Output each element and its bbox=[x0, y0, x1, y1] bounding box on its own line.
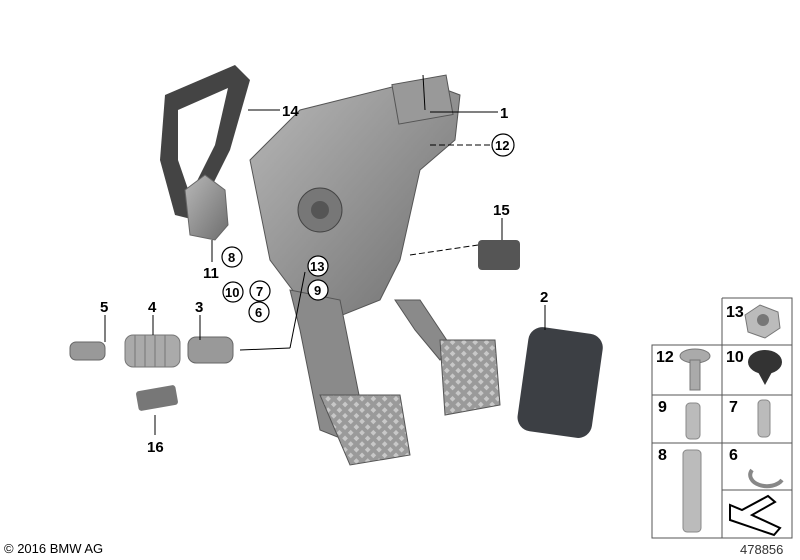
table-label-12: 12 bbox=[656, 349, 674, 366]
callout-1: 1 bbox=[500, 105, 508, 122]
callout-16: 16 bbox=[147, 439, 164, 456]
callout-9: 9 bbox=[314, 283, 321, 298]
callout-5: 5 bbox=[100, 299, 108, 316]
table-label-8: 8 bbox=[658, 447, 667, 464]
table-label-9: 9 bbox=[658, 399, 667, 416]
pedal-box-part bbox=[249, 74, 501, 466]
diagram-number: 478856 bbox=[740, 542, 784, 557]
callout-14: 14 bbox=[282, 103, 299, 120]
callout-2: 2 bbox=[540, 289, 548, 306]
parts-table bbox=[651, 297, 793, 539]
callout-circles bbox=[221, 133, 515, 323]
callout-4: 4 bbox=[148, 299, 157, 316]
callout-10: 10 bbox=[225, 285, 239, 300]
callout-3: 3 bbox=[195, 299, 203, 316]
copyright: © 2016 BMW AG bbox=[4, 541, 104, 556]
spring-assembly-parts bbox=[69, 334, 234, 411]
connector-part bbox=[478, 240, 520, 270]
gasket-part bbox=[160, 65, 250, 220]
parts-table-images bbox=[679, 304, 784, 537]
bracket-part bbox=[184, 174, 229, 241]
callout-13: 13 bbox=[310, 259, 324, 274]
table-label-10: 10 bbox=[726, 349, 744, 366]
callout-11: 11 bbox=[203, 265, 219, 282]
callout-12: 12 bbox=[495, 138, 509, 153]
table-label-7: 7 bbox=[729, 399, 738, 416]
callout-7: 7 bbox=[256, 284, 263, 299]
leader-lines bbox=[104, 74, 546, 435]
callout-6: 6 bbox=[255, 305, 262, 320]
table-label-13: 13 bbox=[726, 304, 744, 321]
table-label-6: 6 bbox=[729, 447, 738, 464]
callout-8: 8 bbox=[228, 250, 235, 265]
callout-15: 15 bbox=[493, 202, 510, 219]
pedal-pad-part bbox=[517, 327, 603, 438]
